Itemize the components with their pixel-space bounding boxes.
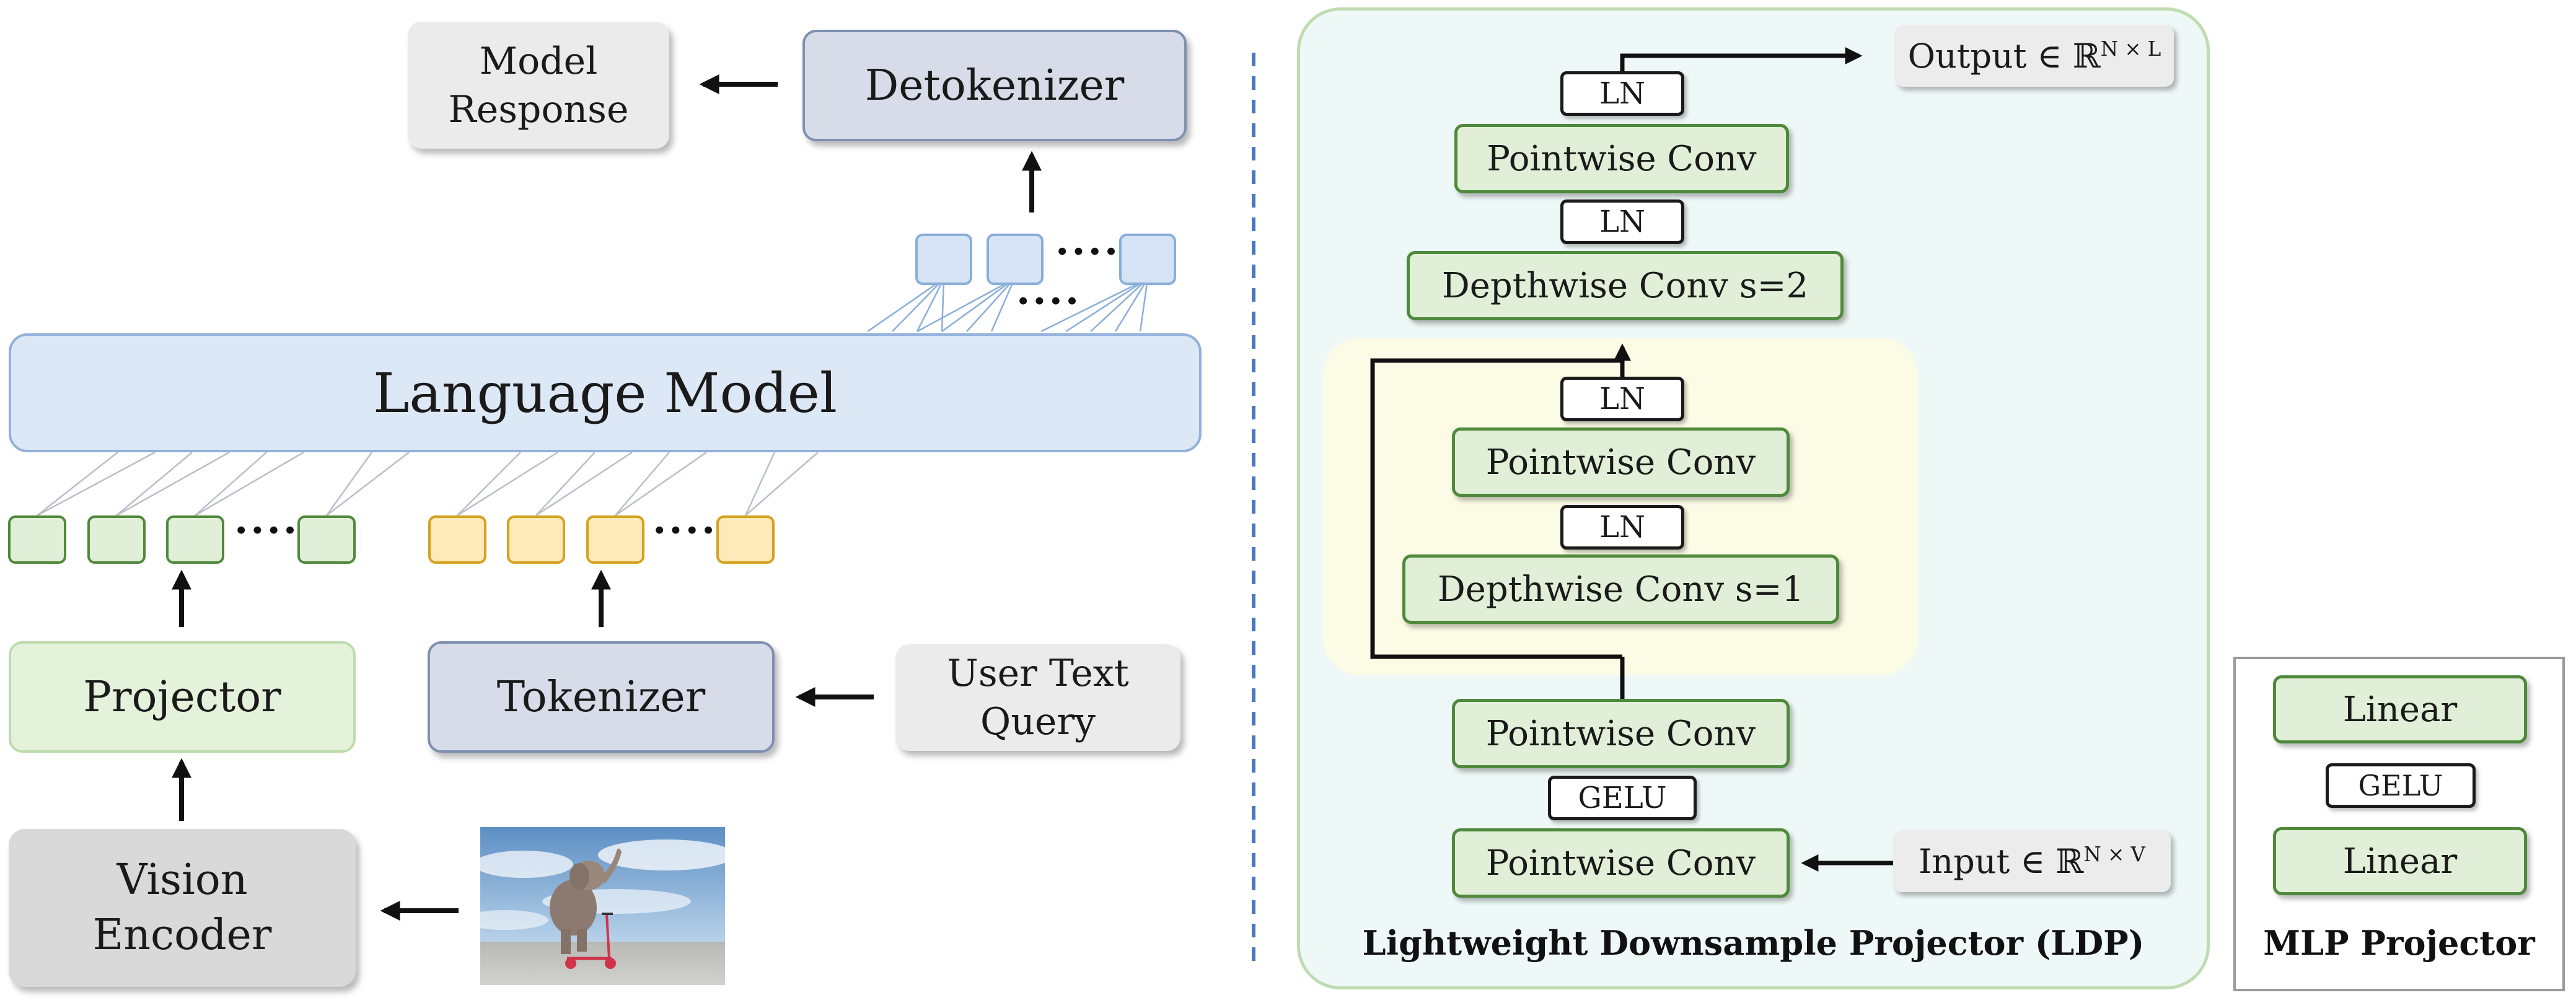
pointwise-conv-label: Pointwise Conv bbox=[1485, 442, 1756, 483]
gelu-label: GELU bbox=[1578, 781, 1667, 815]
text-tokens-ellipsis: ···· bbox=[653, 507, 718, 554]
linear-box: Linear bbox=[2273, 827, 2527, 895]
vision-encoder-line1: Vision bbox=[116, 856, 248, 905]
user-query-line1: User Text bbox=[947, 652, 1129, 695]
pointwise-conv-box: Pointwise Conv bbox=[1452, 828, 1790, 898]
visual-token bbox=[8, 515, 66, 564]
ln-label: LN bbox=[1599, 204, 1645, 239]
ln-box: LN bbox=[1560, 377, 1684, 421]
output-tokens-ellipsis-upper: ···· bbox=[1055, 229, 1121, 275]
text-token bbox=[428, 515, 486, 564]
model-response-line2: Response bbox=[448, 87, 629, 131]
depthwise-conv-s2-box: Depthwise Conv s=2 bbox=[1407, 251, 1844, 320]
vision-encoder-box: Vision Encoder bbox=[9, 829, 356, 987]
projector-box: Projector bbox=[9, 641, 356, 753]
visual-tokens-ellipsis: ···· bbox=[234, 507, 300, 554]
gelu-box: GELU bbox=[1548, 776, 1697, 820]
pointwise-conv-box: Pointwise Conv bbox=[1454, 124, 1789, 193]
language-model-label: Language Model bbox=[372, 361, 838, 425]
linear-label: Linear bbox=[2342, 689, 2458, 730]
ln-label: LN bbox=[1599, 510, 1645, 545]
output-token bbox=[1119, 234, 1176, 285]
linear-box: Linear bbox=[2273, 675, 2527, 743]
text-token bbox=[586, 515, 644, 564]
input-label-box: Input ∈ ℝN × V bbox=[1893, 830, 2171, 892]
tokenizer-box: Tokenizer bbox=[428, 641, 775, 753]
text-token bbox=[716, 515, 775, 564]
detokenizer-box: Detokenizer bbox=[802, 30, 1187, 141]
fan-lines-input bbox=[37, 451, 819, 517]
mlp-gelu-label: GELU bbox=[2358, 769, 2443, 802]
pointwise-conv-label: Pointwise Conv bbox=[1485, 843, 1756, 883]
output-token bbox=[915, 234, 972, 285]
linear-label: Linear bbox=[2342, 841, 2458, 882]
user-query-line2: Query bbox=[980, 700, 1096, 743]
output-label-box: Output ∈ ℝN × L bbox=[1895, 25, 2174, 87]
visual-token bbox=[166, 515, 224, 564]
projector-label: Projector bbox=[83, 672, 281, 722]
model-response-box: Model Response bbox=[408, 22, 669, 149]
elephant-scooter-image bbox=[480, 827, 725, 985]
depthwise-conv-s1-box: Depthwise Conv s=1 bbox=[1402, 554, 1839, 624]
user-text-query-box: User Text Query bbox=[895, 644, 1180, 751]
mlp-gelu-box: GELU bbox=[2326, 763, 2476, 808]
detokenizer-label: Detokenizer bbox=[864, 61, 1125, 110]
depthwise-conv-s1-label: Depthwise Conv s=1 bbox=[1437, 569, 1805, 610]
ln-box: LN bbox=[1560, 199, 1684, 244]
visual-token bbox=[297, 515, 356, 564]
input-label: Input ∈ ℝN × V bbox=[1919, 841, 2145, 881]
output-token bbox=[987, 234, 1044, 285]
text-token bbox=[507, 515, 565, 564]
mlp-title: MLP Projector bbox=[2263, 923, 2535, 963]
visual-token bbox=[87, 515, 146, 564]
arrow-ldp-output bbox=[1620, 47, 1863, 79]
depthwise-conv-s2-label: Depthwise Conv s=2 bbox=[1441, 265, 1809, 306]
language-model-box: Language Model bbox=[9, 333, 1202, 452]
fan-lines-output bbox=[867, 278, 1149, 333]
pointwise-conv-label: Pointwise Conv bbox=[1485, 713, 1756, 754]
input-image bbox=[480, 827, 725, 985]
ln-box: LN bbox=[1560, 505, 1684, 550]
vision-encoder-line2: Encoder bbox=[92, 910, 272, 960]
ln-label: LN bbox=[1599, 382, 1645, 416]
model-response-line1: Model bbox=[479, 39, 598, 83]
residual-connection bbox=[1370, 358, 1622, 659]
ln-box: LN bbox=[1560, 71, 1684, 116]
pointwise-conv-box: Pointwise Conv bbox=[1452, 427, 1790, 497]
output-tokens-ellipsis-lower: ···· bbox=[1016, 278, 1082, 325]
output-label: Output ∈ ℝN × L bbox=[1907, 36, 2161, 76]
ldp-title: Lightweight Downsample Projector (LDP) bbox=[1362, 923, 2145, 963]
pointwise-conv-box: Pointwise Conv bbox=[1452, 699, 1790, 768]
ln-label: LN bbox=[1599, 76, 1645, 111]
pointwise-conv-label: Pointwise Conv bbox=[1487, 138, 1757, 179]
tokenizer-label: Tokenizer bbox=[496, 672, 706, 722]
